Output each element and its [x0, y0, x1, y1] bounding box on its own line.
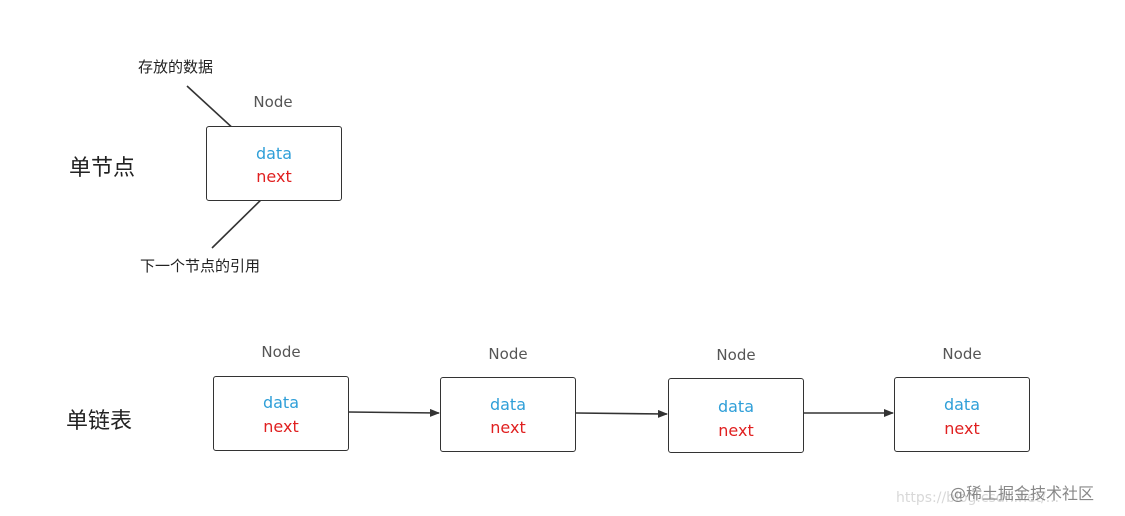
node-next-field: next [263, 417, 299, 436]
list-node-title: Node [942, 345, 982, 363]
list-node-title: Node [488, 345, 528, 363]
list-node: data next [668, 378, 804, 453]
list-node-title: Node [261, 343, 301, 361]
single-node-box: data next [206, 126, 342, 201]
single-node-title: Node [253, 93, 293, 111]
data-annotation: 存放的数据 [138, 58, 214, 76]
node-data-field: data [717, 397, 755, 416]
list-node: data next [213, 376, 349, 451]
single-node-label: 单节点 [69, 156, 136, 181]
node-next-field: next [944, 419, 980, 438]
node-next-field: next [718, 421, 754, 440]
linked-list-label: 单链表 [66, 409, 133, 434]
node-data-field: data [943, 395, 981, 414]
node-data-field: data [255, 144, 293, 163]
watermark-url: https://blog.csdn.net/... [896, 490, 1060, 506]
node-next-field: next [256, 167, 292, 186]
next-annotation: 下一个节点的引用 [140, 257, 261, 275]
watermark-text: @稀土掘金技术社区 [950, 484, 1095, 503]
node-data-field: data [262, 393, 300, 412]
list-node: data next [894, 377, 1030, 452]
link-arrow-2 [575, 409, 668, 418]
list-node-title: Node [716, 346, 756, 364]
list-node: data next [440, 377, 576, 452]
node-data-field: data [489, 395, 527, 414]
node-next-field: next [490, 418, 526, 437]
link-arrow-1 [347, 408, 440, 417]
